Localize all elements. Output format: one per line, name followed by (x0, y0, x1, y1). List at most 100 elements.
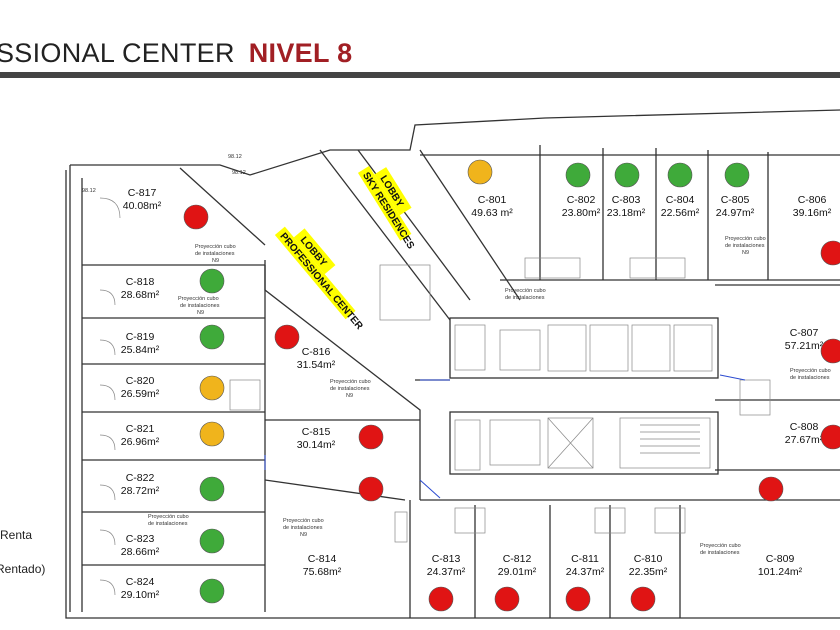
unit-area-label: 24.37m² (566, 566, 605, 578)
status-dot-sold[interactable] (565, 586, 591, 612)
shaft-note: de instalaciones (700, 550, 740, 556)
unit-id-label: C-807 (790, 327, 819, 339)
unit-id-label: C-820 (126, 375, 155, 387)
unit-area-label: 31.54m² (297, 359, 336, 371)
status-dot-reserved[interactable] (199, 421, 225, 447)
unit-area-label: 22.35m² (629, 566, 668, 578)
shaft-note: de instalaciones (790, 375, 830, 381)
unit-id-label: C-823 (126, 533, 155, 545)
unit-id-label: C-819 (126, 331, 155, 343)
status-dot-sold[interactable] (358, 424, 384, 450)
unit-id-label: C-817 (128, 187, 157, 199)
status-dot-available[interactable] (667, 162, 693, 188)
dim-note: 98.12 (82, 188, 96, 194)
shaft-note: de instalaciones (195, 251, 235, 257)
status-dot-sold[interactable] (494, 586, 520, 612)
unit-area-label: 57.21m² (785, 340, 824, 352)
shaft-note: N9 (346, 393, 353, 399)
status-dot-sold[interactable] (820, 338, 840, 364)
unit-id-label: C-818 (126, 276, 155, 288)
unit-area-label: 28.68m² (121, 289, 160, 301)
unit-area-label: 23.80m² (562, 207, 601, 219)
shaft-note: Proyección cubo (330, 379, 371, 385)
status-dot-sold[interactable] (630, 586, 656, 612)
status-dot-sold[interactable] (820, 424, 840, 450)
status-dot-available[interactable] (199, 324, 225, 350)
shaft-note: Proyección cubo (148, 514, 189, 520)
unit-id-label: C-824 (126, 576, 155, 588)
status-dot-sold[interactable] (428, 586, 454, 612)
shaft-note: de instalaciones (505, 295, 545, 301)
unit-id-label: C-809 (766, 553, 795, 565)
status-dot-available[interactable] (199, 528, 225, 554)
shaft-note: N9 (742, 250, 749, 256)
unit-id-label: C-804 (666, 194, 695, 206)
status-dot-reserved[interactable] (467, 159, 493, 185)
legend-item-rentado: Rentado) (0, 562, 46, 576)
unit-area-label: 49.63 m² (471, 207, 513, 219)
lobby-sky-tag: LOBBY SKY RESIDENCES (357, 166, 416, 251)
unit-id-label: C-806 (798, 194, 827, 206)
status-dot-available[interactable] (724, 162, 750, 188)
status-dot-available[interactable] (565, 162, 591, 188)
status-dot-sold[interactable] (183, 204, 209, 230)
shaft-note: de instalaciones (180, 303, 220, 309)
unit-area-label: 24.97m² (716, 207, 755, 219)
status-dot-available[interactable] (199, 578, 225, 604)
status-dot-available[interactable] (199, 268, 225, 294)
status-dot-sold[interactable] (358, 476, 384, 502)
shaft-note: de instalaciones (283, 525, 323, 531)
status-dot-sold[interactable] (758, 476, 784, 502)
unit-area-label: 23.18m² (607, 207, 646, 219)
lobby-pro-sub: PROFESSIONAL CENTER (277, 231, 365, 333)
unit-id-label: C-822 (126, 472, 155, 484)
unit-id-label: C-821 (126, 423, 155, 435)
status-dot-sold[interactable] (274, 324, 300, 350)
shaft-note: Proyección cubo (790, 368, 831, 374)
shaft-note: N9 (300, 532, 307, 538)
shaft-note: de instalaciones (148, 521, 188, 527)
status-dot-sold[interactable] (820, 240, 840, 266)
page-title: SSIONAL CENTER NIVEL 8 (0, 38, 352, 69)
status-dot-reserved[interactable] (199, 375, 225, 401)
shaft-note: Proyección cubo (725, 236, 766, 242)
shaft-note: de instalaciones (330, 386, 370, 392)
shaft-note: de instalaciones (725, 243, 765, 249)
unit-id-label: C-805 (721, 194, 750, 206)
title-text: SSIONAL CENTER (0, 38, 235, 68)
unit-area-label: 75.68m² (303, 566, 342, 578)
unit-id-label: C-812 (503, 553, 532, 565)
shaft-note: N9 (212, 258, 219, 264)
status-dot-available[interactable] (199, 476, 225, 502)
unit-area-label: 25.84m² (121, 344, 160, 356)
unit-area-label: 28.66m² (121, 546, 160, 558)
shaft-note: Proyección cubo (700, 543, 741, 549)
unit-area-label: 29.10m² (121, 589, 160, 601)
lobby-tags: LOBBY SKY RESIDENCES LOBBY PROFESSIONAL … (274, 166, 416, 333)
shaft-notes: Proyección cubo de instalaciones N9 Proy… (82, 154, 831, 556)
status-dot-available[interactable] (614, 162, 640, 188)
unit-id-label: C-801 (478, 194, 507, 206)
glass-lines (264, 374, 746, 499)
level-title: NIVEL 8 (248, 38, 353, 68)
unit-area-label: 39.16m² (793, 207, 832, 219)
unit-area-label: 30.14m² (297, 439, 336, 451)
unit-area-label: 101.24m² (758, 566, 803, 578)
shaft-note: Proyección cubo (283, 518, 324, 524)
unit-area-label: 40.08m² (123, 200, 162, 212)
